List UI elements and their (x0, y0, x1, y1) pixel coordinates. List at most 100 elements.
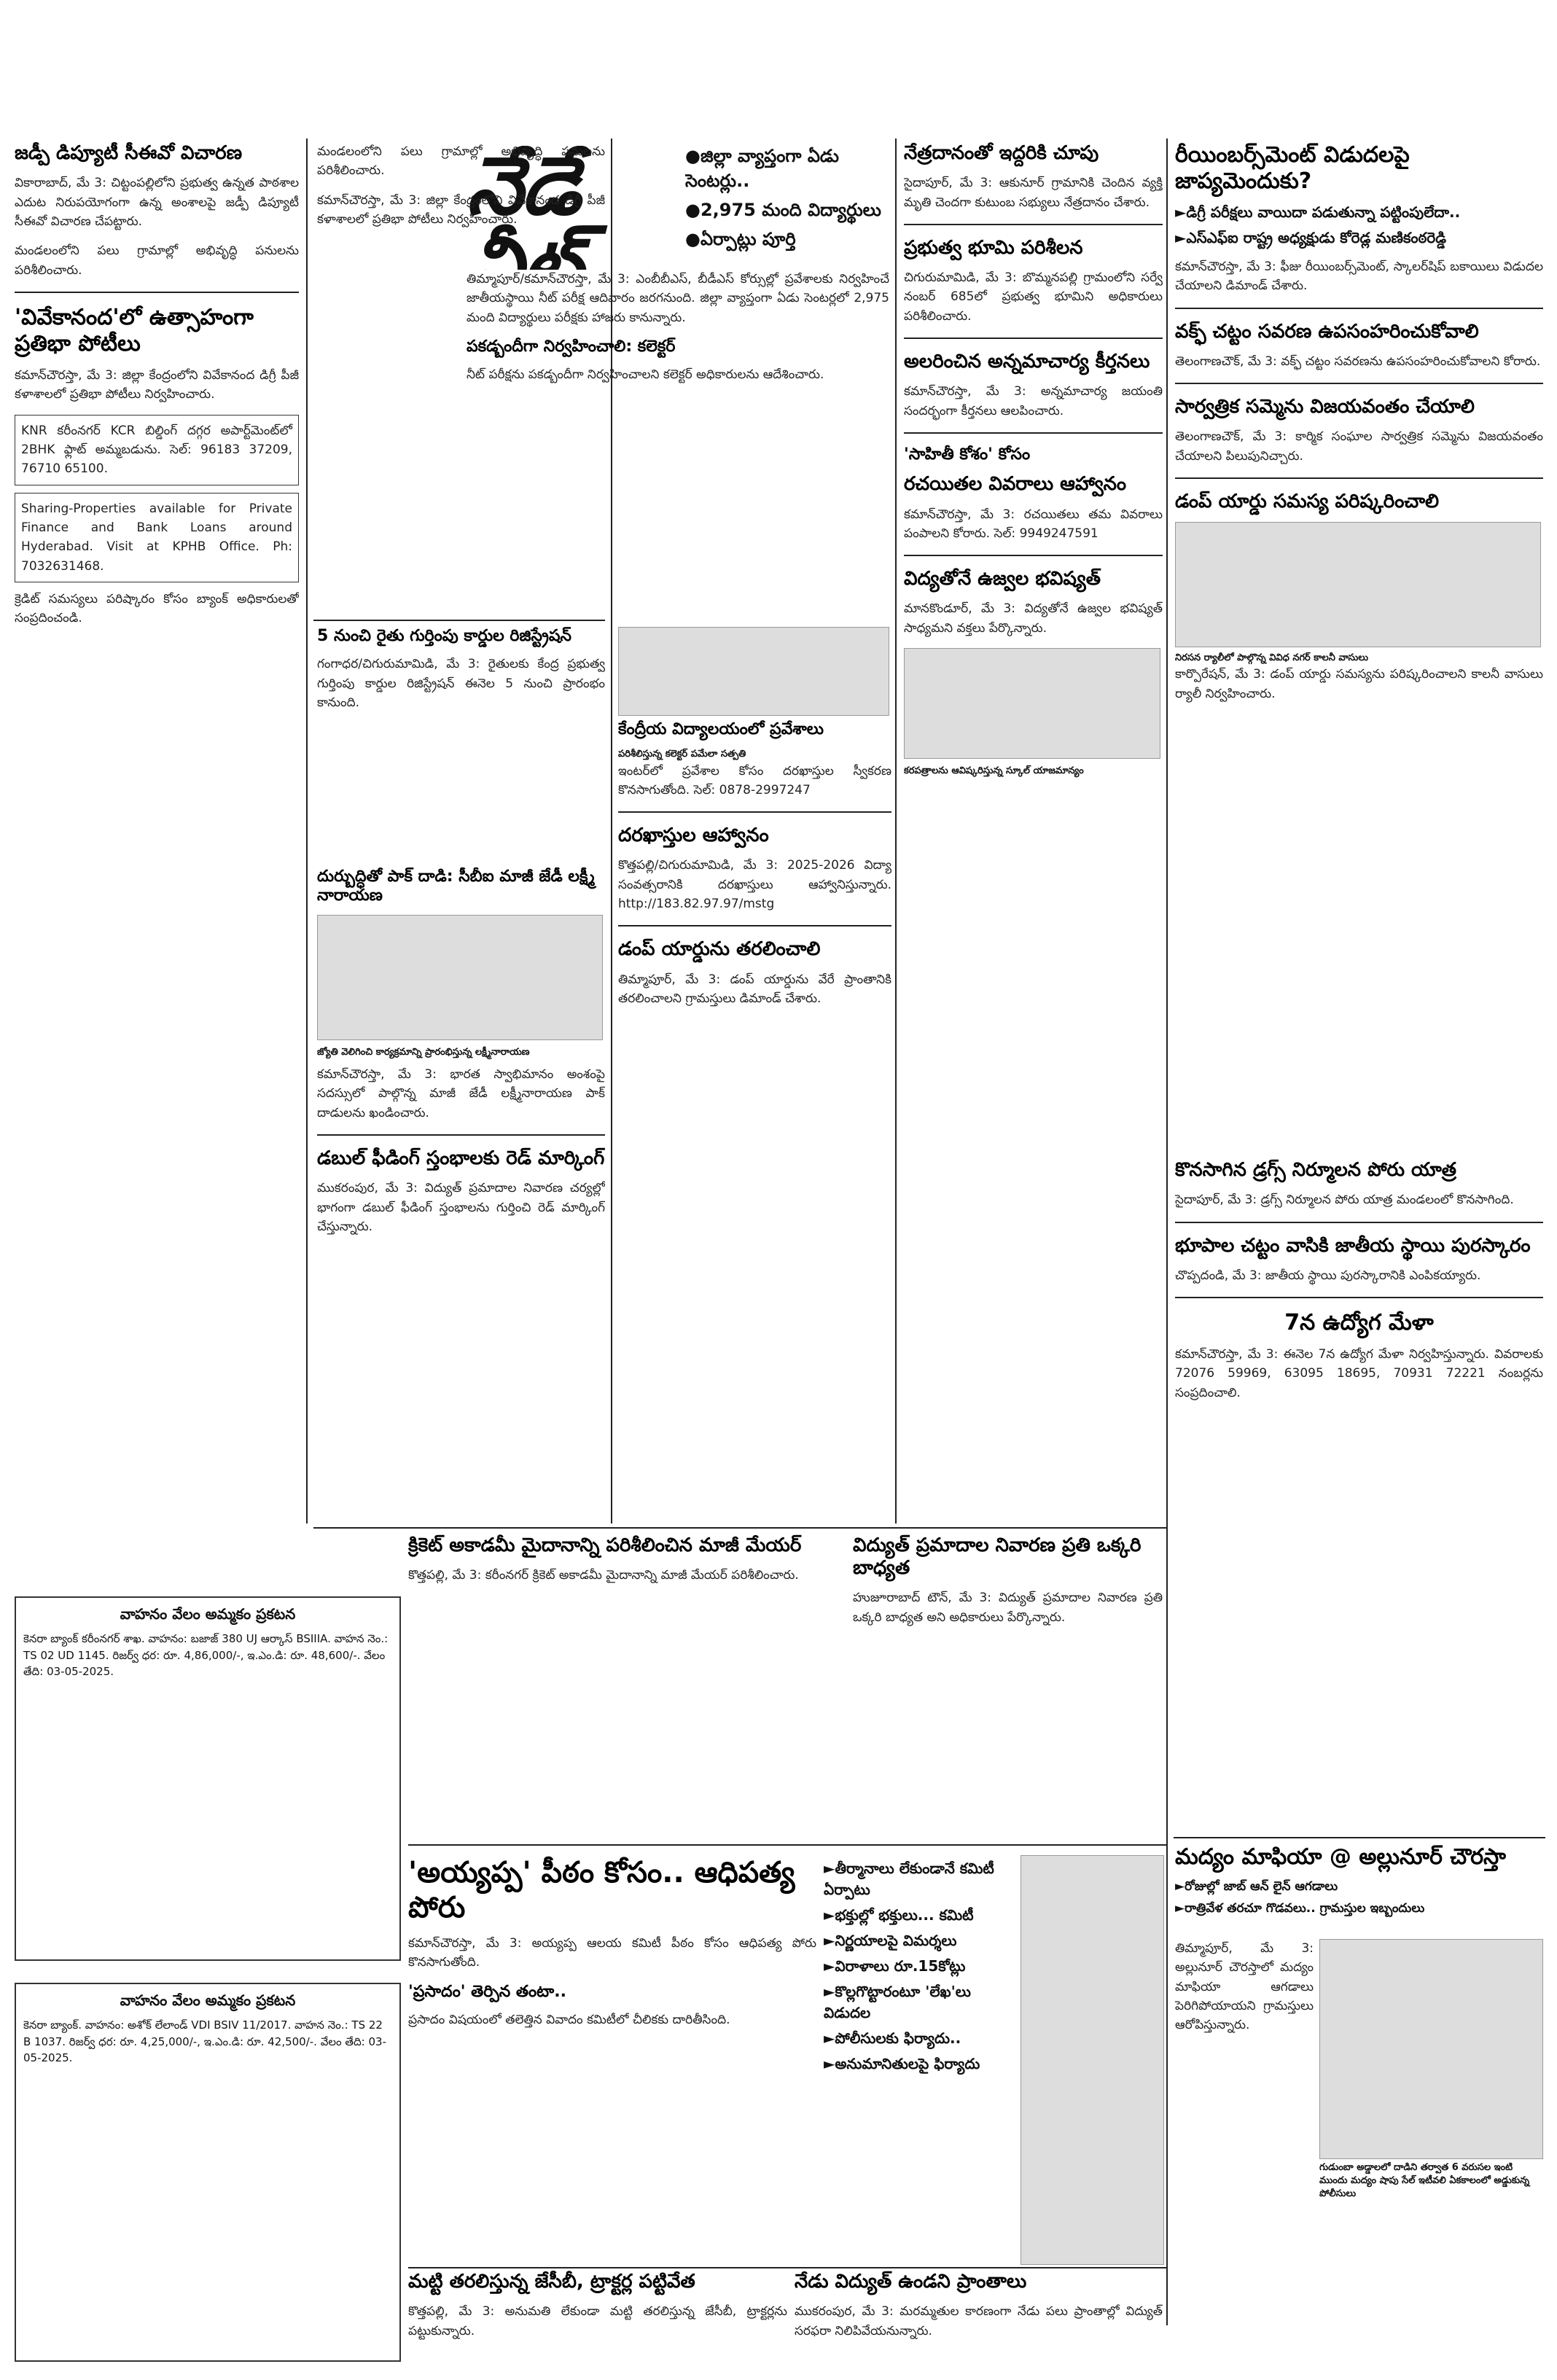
headline: రీయింబర్స్‌మెంట్ విడుదలపై జాప్యమెందుకు? (1175, 142, 1410, 194)
article-text: గంగాధర/చిగురుమామిడి, మే 3: రైతులకు కేంద్… (317, 657, 605, 711)
article-text: హుజూరాబాద్ టౌన్, మే 3: విద్యుత్ ప్రమాదాల… (853, 1591, 1163, 1625)
photo-caption: గుడుంబా అడ్డాలలో దాడిని తర్వాత 6 వరుసల ఇ… (1319, 2162, 1530, 2200)
jcb-article: మట్టి తరలిస్తున్న జేసీబీ, ట్రాక్టర్ల పట్… (408, 2271, 787, 2376)
electric-article: విద్యుత్ ప్రమాదాల నివారణ ప్రతి ఒక్కరి బా… (853, 1534, 1163, 1841)
headline: విద్యుత్ ప్రమాదాల నివారణ ప్రతి ఒక్కరి బా… (853, 1534, 1142, 1580)
column-divider (895, 138, 897, 1523)
article-text: తిమ్మాపూర్, మే 3: అల్లునూర్ చౌరస్తాలో మద… (1175, 1941, 1314, 2033)
article-text: మానకొండూర్, మే 3: విద్యతోనే ఉజ్వల భవిష్య… (904, 601, 1163, 636)
headline: దరఖాస్తుల ఆహ్వానం (618, 824, 769, 847)
headline: 7న ఉద్యోగ మేళా (1284, 1310, 1434, 1336)
article-text: నీట్ పరీక్షను పకడ్బందీగా నిర్వహించాలని క… (467, 367, 824, 383)
article-text: వికారాబాద్, మే 3: చిట్టంపల్లిలోని ప్రభుత… (15, 176, 299, 229)
subheadline: పకడ్బందీగా నిర్వహించాలి: కలెక్టర్ (467, 338, 676, 356)
article-text: సైదాపూర్, మే 3: ఆకునూర్ గ్రామానికి చెంది… (904, 176, 1163, 210)
column-2c: దుర్బుద్ధితో పాక్ దాడి: సీబీఐ మాజీ జేడీ … (317, 867, 605, 1523)
bullet-item: అనుమానితులపై ఫిర్యాదు (824, 2055, 1017, 2076)
photo (1175, 522, 1541, 648)
ayyappa-article: 'అయ్యప్ప' పీఠం కోసం.. ఆధిపత్య పోరు కమాన్… (408, 1855, 816, 2263)
bullet-item: ఎస్ఎఫ్ఐ రాష్ట్ర అధ్యక్షుడు కోరెడ్ల మణికం… (1175, 229, 1543, 250)
article-text: కమాన్‌చౌరస్తా, మే 3: జిల్లా కేంద్రంలోని … (317, 192, 605, 227)
auction-notice: వాహనం వేలం అమ్మకం ప్రకటన కెనరా బ్యాంక్ క… (15, 1596, 401, 1961)
headline: డబుల్ ఫీడింగ్ స్తంభాలకు రెడ్ మార్కింగ్ (317, 1147, 605, 1169)
photo (618, 627, 889, 716)
bullet-item: డిగ్రీ పరీక్షలు వాయిదా పడుతున్నా పట్టింప… (1175, 203, 1543, 225)
section-rule (408, 1844, 1166, 1846)
article-text: తిమ్మాపూర్, మే 3: డంప్ యార్డును వేరే ప్ర… (618, 972, 891, 1007)
column-2a: మండలంలోని పలు గ్రామాల్లో అభివృద్ధి పనులన… (317, 142, 605, 616)
neet-title: నేడే నీట్ (467, 146, 583, 270)
headline: దుర్బుద్ధితో పాక్ దాడి: సీబీఐ మాజీ జేడీ … (317, 867, 595, 905)
cricket-article: క్రికెట్ అకాడమీ మైదానాన్ని పరిశీలించిన మ… (408, 1534, 846, 1753)
section-rule (408, 2267, 1166, 2268)
headline: 'అయ్యప్ప' పీఠం కోసం.. ఆధిపత్య పోరు (408, 1856, 795, 1924)
headline: డంప్ యార్డును తరలించాలి (618, 938, 821, 961)
column-3: కేంద్రీయ విద్యాలయంలో ప్రవేశాలు పరిశీలిస్… (618, 627, 891, 1523)
neet-article: తిమ్మాపూర్/కమాన్‌చౌరస్తా, మే 3: ఎంబీబీఎస… (467, 270, 889, 620)
article-text: కమాన్‌చౌరస్తా, మే 3: భారత స్వాభిమానం అంశ… (317, 1066, 605, 1120)
headline: మద్యం మాఫియా @ అల్లునూర్ చౌరస్తా (1175, 1844, 1506, 1870)
bullet-item: పోలీసులకు ఫిర్యాదు.. (824, 2029, 1017, 2051)
liquor-article: తిమ్మాపూర్, మే 3: అల్లునూర్ చౌరస్తాలో మద… (1175, 1939, 1314, 2376)
article-text: కొత్తపల్లి/చిగురుమామిడి, మే 3: 2025-2026… (618, 858, 891, 912)
column-divider (611, 138, 612, 1523)
column-4: నేత్రదానంతో ఇద్దరికి చూపు సైదాపూర్, మే 3… (904, 142, 1163, 1527)
classified-ad: KNR కరీంనగర్ KCR బిల్డింగ్ దగ్గర అపార్ట్… (15, 414, 299, 485)
headline: 'సాహితీ కోశం' కోసం (904, 445, 1031, 464)
headline: కొనసాగిన డ్రగ్స్ నిర్మూలన పోరు యాత్ర (1175, 1159, 1457, 1181)
bullet-item: నిర్ణయాలపై విమర్శలు (824, 1932, 1017, 1953)
headline: వక్ఫ్ చట్టం సవరణ ఉపసంహరించుకోవాలి (1175, 320, 1479, 343)
article-text: కమాన్‌చౌరస్తా, మే 3: అయ్యప్ప ఆలయ కమిటీ ప… (408, 1936, 816, 1970)
column-divider (306, 138, 308, 1523)
headline: కేంద్రీయ విద్యాలయంలో ప్రవేశాలు (618, 720, 824, 738)
ad-title: వాహనం వేలం అమ్మకం ప్రకటన (120, 1991, 296, 2009)
power-cut-article: నేడు విద్యుత్ ఉండని ప్రాంతాలు ముకరంపుర, … (795, 2271, 1163, 2376)
article-text: కమాన్‌చౌరస్తా, మే 3: రచయితలు తమ వివరాలు … (904, 507, 1163, 541)
photo (904, 648, 1160, 760)
article-text: కమాన్‌చౌరస్తా, మే 3: జిల్లా కేంద్రంలోని … (15, 367, 299, 402)
article-text: కమాన్‌చౌరస్తా, మే 3: అన్నమాచార్య జయంతి స… (904, 384, 1163, 418)
ad-title: వాహనం వేలం అమ్మకం ప్రకటన (120, 1605, 296, 1623)
article-text: ప్రసాదం విషయంలో తలెత్తిన వివాదం కమిటీలో … (408, 2013, 730, 2028)
column-5: రీయింబర్స్‌మెంట్ విడుదలపై జాప్యమెందుకు? … (1175, 142, 1543, 1155)
headline: నేత్రదానంతో ఇద్దరికి చూపు (904, 142, 1099, 164)
bullet-item: ఏర్పాట్లు పూర్తి (685, 229, 897, 254)
bullet-item: కొల్లగొట్టారంటూ 'లేఖ'లు విడుదల (824, 1983, 1017, 2025)
column-divider (1166, 138, 1168, 2325)
section-rule (313, 620, 605, 621)
headline: 5 నుంచి రైతు గుర్తింపు కార్డుల రిజిస్ట్ర… (317, 627, 571, 645)
article-text: సైదాపూర్, మే 3: డ్రగ్స్ నిర్మూలన పోరు యా… (1175, 1193, 1514, 1208)
article-text: క్రెడిట్ సమస్యలు పరిష్కారం కోసం బ్యాంక్ … (15, 592, 299, 626)
ad-text: కెనరా బ్యాంక్. వాహనం: అశోక్ లేలాండ్ VDI … (23, 2018, 386, 2064)
bullet-item: రోజుల్లో జాబ్ ఆన్ లైన్ ఆగడాలు (1175, 1879, 1543, 1897)
headline: క్రికెట్ అకాడమీ మైదానాన్ని పరిశీలించిన మ… (408, 1534, 802, 1556)
photo-caption: పరిశీలిస్తున్న కలెక్టర్ పమేలా సత్పతి (618, 749, 746, 760)
photo-caption: నిరసన ర్యాలీలో పాల్గొన్న వివిధ నగర్ కాలన… (1175, 652, 1368, 664)
article-text: తెలంగాణచౌక్, మే 3: వక్ఫ్ చట్టం సవరణను ఉప… (1175, 354, 1541, 369)
bullet-item: విరాళాలు రూ.15కోట్లు (824, 1957, 1017, 1978)
article-text: మండలంలోని పలు గ్రామాల్లో అభివృద్ధి పనులన… (317, 144, 605, 179)
headline: జడ్పీ డిప్యూటీ సీఈవో విచారణ (15, 142, 243, 164)
article-text: చొప్పదండి, మే 3: జాతీయ స్థాయి పురస్కారాన… (1175, 1268, 1481, 1283)
article-text: ఇంటర్‌లో ప్రవేశాల కోసం దరఖాస్తుల స్వీకరణ… (618, 763, 891, 797)
neet-masthead: నేడే నీట్ (467, 146, 685, 270)
headline: మట్టి తరలిస్తున్న జేసీబీ, ట్రాక్టర్ల పట్… (408, 2271, 695, 2293)
headline: అలరించిన అన్నమాచార్య కీర్తనలు (904, 351, 1150, 373)
classified-text: KNR కరీంనగర్ KCR బిల్డింగ్ దగ్గర అపార్ట్… (21, 423, 292, 477)
auction-notice: వాహనం వేలం అమ్మకం ప్రకటన కెనరా బ్యాంక్. … (15, 1983, 401, 2362)
headline: రచయితల వివరాలు ఆహ్వానం (904, 473, 1127, 496)
bullet-item: భక్తుల్లో భక్తులు... కమిటీ (824, 1906, 1017, 1927)
photo-caption-box: గుడుంబా అడ్డాలలో దాడిని తర్వాత 6 వరుసల ఇ… (1319, 2161, 1542, 2227)
bullet-item: జిల్లా వ్యాప్తంగా ఏడు సెంటర్లు.. (685, 146, 897, 195)
photo (317, 914, 603, 1040)
article-text: కొత్తపల్లి, మే 3: అనుమతి లేకుండా మట్టి త… (408, 2304, 787, 2338)
headline: డంప్ యార్డు సమస్య పరిష్కరించాలి (1175, 491, 1440, 513)
photo-caption: జ్యోతి వెలిగించి కార్యక్రమాన్ని ప్రారంభి… (317, 1046, 530, 1058)
headline: భూపాల చట్టం వాసికి జాతీయ స్థాయి పురస్కార… (1175, 1234, 1531, 1257)
classified-text: Sharing-Properties available for Private… (21, 501, 292, 574)
headline: నేడు విద్యుత్ ఉండని ప్రాంతాలు (795, 2271, 1027, 2293)
classified-ad: Sharing-Properties available for Private… (15, 492, 299, 582)
article-text: కమాన్‌చౌరస్తా, మే 3: ఫీజు రీయింబర్స్‌మెం… (1175, 260, 1543, 294)
article-text: మండలంలోని పలు గ్రామాల్లో అభివృద్ధి పనులన… (15, 243, 299, 278)
